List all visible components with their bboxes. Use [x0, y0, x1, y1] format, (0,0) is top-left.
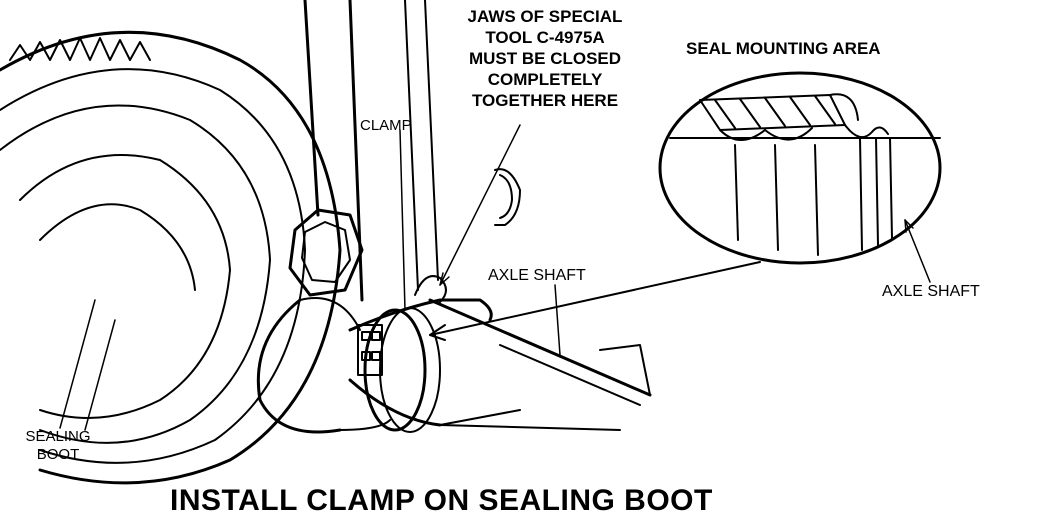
- sealing-boot-line-2: BOOT: [36, 446, 80, 463]
- leader-lines: [59, 124, 931, 431]
- hex-nut: [288, 208, 364, 297]
- seal-mounting-area-label: SEAL MOUNTING AREA: [686, 39, 881, 58]
- axle-shaft: [428, 298, 652, 431]
- axle-shaft-detail-label: AXLE SHAFT: [882, 283, 980, 300]
- bracket: [494, 168, 521, 226]
- jaws-note-line-2: TOOL C-4975A: [485, 28, 605, 47]
- axle-shaft-label: AXLE SHAFT: [488, 267, 586, 284]
- special-tool-handle: [303, 0, 439, 302]
- clamp-label: CLAMP: [360, 117, 412, 134]
- jaws-note-line-3: MUST BE CLOSED: [468, 49, 622, 68]
- jaws-note-line-4: COMPLETELY: [487, 70, 603, 89]
- sealing-boot-label: SEALING BOOT: [18, 428, 98, 464]
- sealing-boot-body: [256, 297, 391, 434]
- jaws-note-label: JAWS OF SPECIAL TOOL C-4975A MUST BE CLO…: [430, 6, 660, 111]
- jaws-note-line-5: TOGETHER HERE: [471, 91, 619, 110]
- figure-caption: INSTALL CLAMP ON SEALING BOOT: [170, 484, 713, 517]
- jaws-note-line-1: JAWS OF SPECIAL: [467, 7, 623, 26]
- clamp-band: [348, 275, 493, 433]
- wheel-tire: [0, 30, 342, 485]
- sealing-boot-line-1: SEALING: [25, 428, 91, 445]
- seal-detail-callout: [429, 71, 942, 341]
